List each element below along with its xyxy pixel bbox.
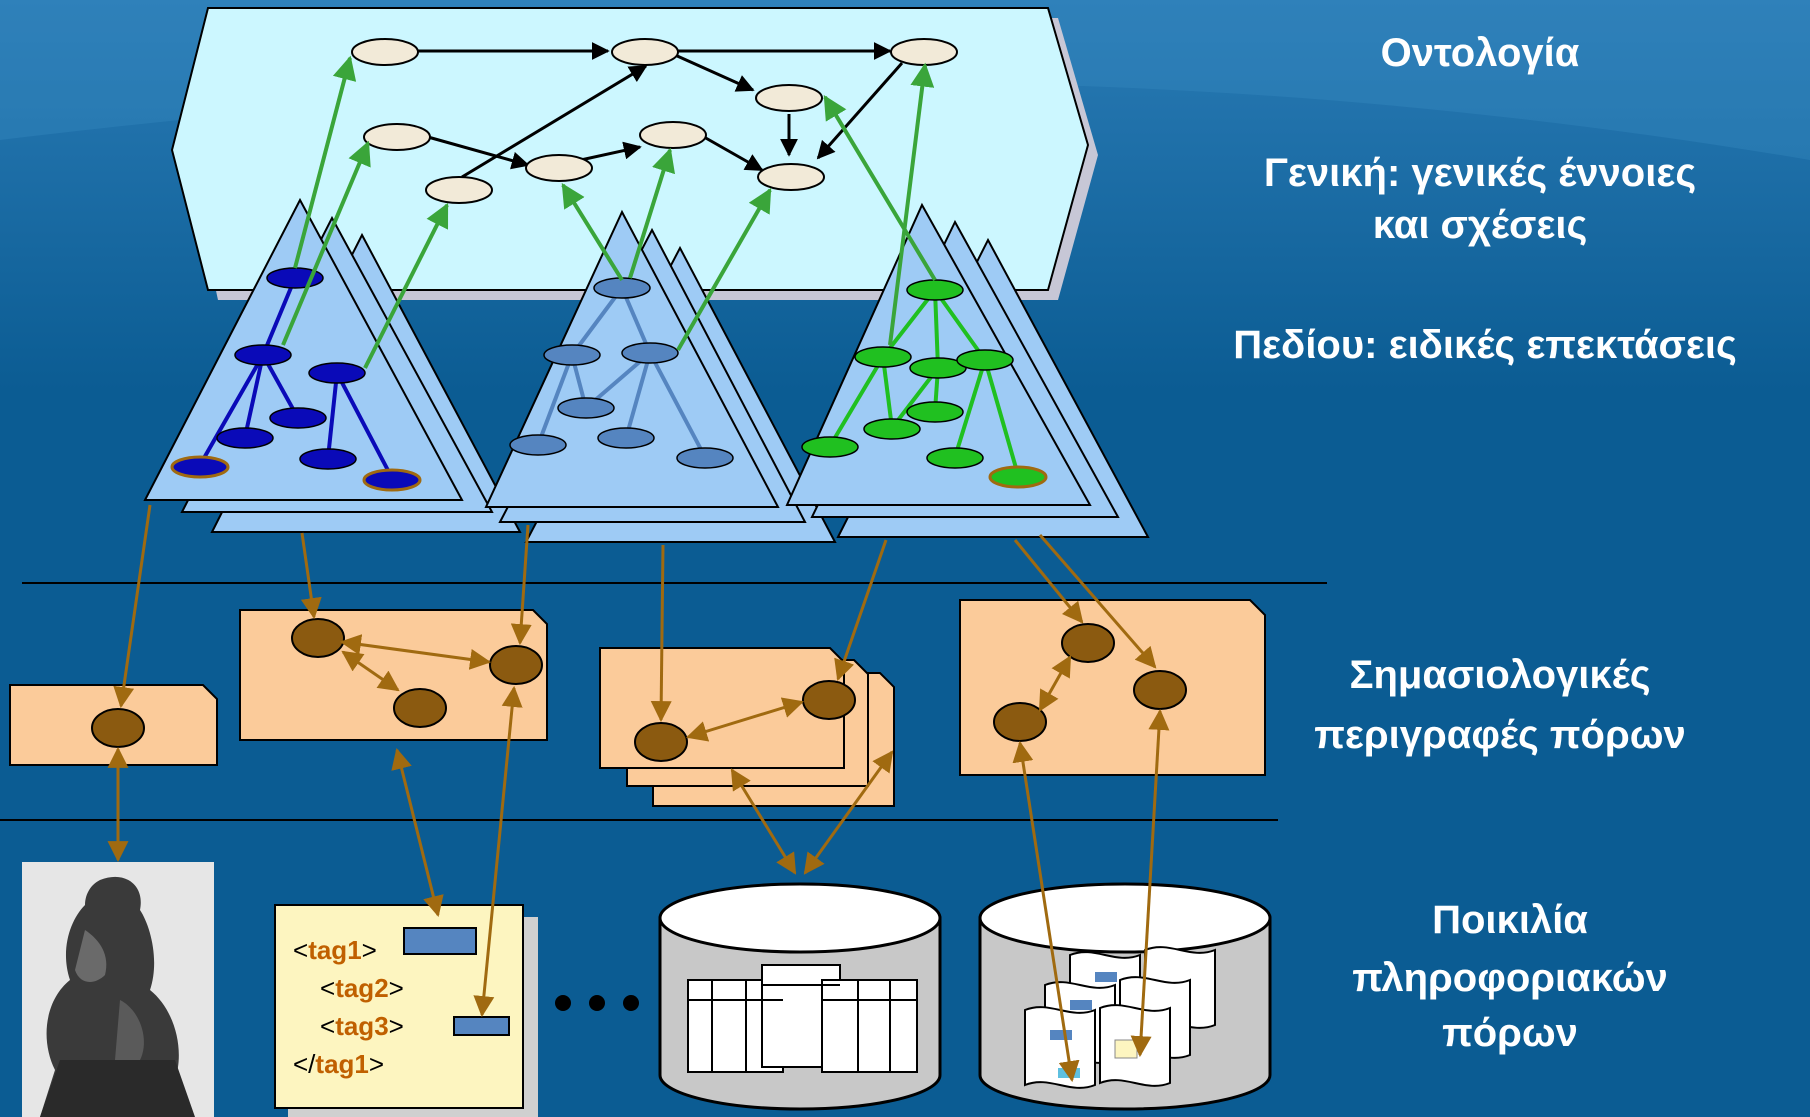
- xml-value-box-2: [453, 1016, 510, 1036]
- ontology-node: [890, 38, 958, 66]
- general-ontology-line2: και σχέσεις: [1372, 203, 1588, 247]
- semantic-description-1: [9, 684, 218, 766]
- general-ontology-line1: Γενική: γενικές έννοιες: [1263, 151, 1697, 195]
- tree-1-edges: [198, 277, 394, 479]
- resources-line3: πόρων: [1442, 1011, 1578, 1055]
- tree-2-nodes: [509, 277, 734, 469]
- semantic-description-4: [959, 599, 1266, 776]
- ontology-node: [755, 84, 823, 112]
- ellipsis-icon: [555, 995, 639, 1011]
- ontology-node: [757, 163, 825, 191]
- tree-1-nodes: [170, 267, 422, 492]
- xml-snippet: <tag1> <tag2> <tag3> </tag1>: [293, 935, 411, 1079]
- ontology-node: [425, 176, 493, 204]
- ontology-node: [525, 154, 593, 182]
- database-table-icon: [658, 882, 942, 1111]
- semantic-descriptions-line1: Σημασιολογικές: [1349, 653, 1651, 697]
- tree-3-nodes: [801, 279, 1048, 489]
- ontology-node: [611, 38, 679, 66]
- semantic-descriptions-line2: περιγραφές πόρων: [1314, 713, 1686, 757]
- xml-document-icon: <tag1> <tag2> <tag3> </tag1>: [274, 904, 538, 1117]
- semantic-description-2: [239, 609, 548, 741]
- resource-arrows-brown: [107, 504, 1170, 1083]
- semantic-description-3-stack: [599, 647, 895, 807]
- mapping-arrows-green: [281, 55, 937, 369]
- ontology-node: [351, 38, 419, 66]
- resources-line1: Ποικιλία: [1432, 898, 1588, 942]
- ontology-node: [363, 123, 431, 151]
- ontology-title: Οντολογία: [1380, 31, 1580, 75]
- xml-value-box-1: [403, 927, 477, 955]
- resources-line2: πληροφοριακών: [1352, 956, 1668, 1000]
- ontology-nodes: [351, 38, 958, 204]
- domain-ontology-line: Πεδίου: ειδικές επεκτάσεις: [1233, 323, 1737, 367]
- ontology-node: [639, 121, 707, 149]
- database-documents-icon: [978, 882, 1272, 1111]
- sculpture-image: [22, 862, 214, 1117]
- tree-3-edges: [828, 288, 1020, 476]
